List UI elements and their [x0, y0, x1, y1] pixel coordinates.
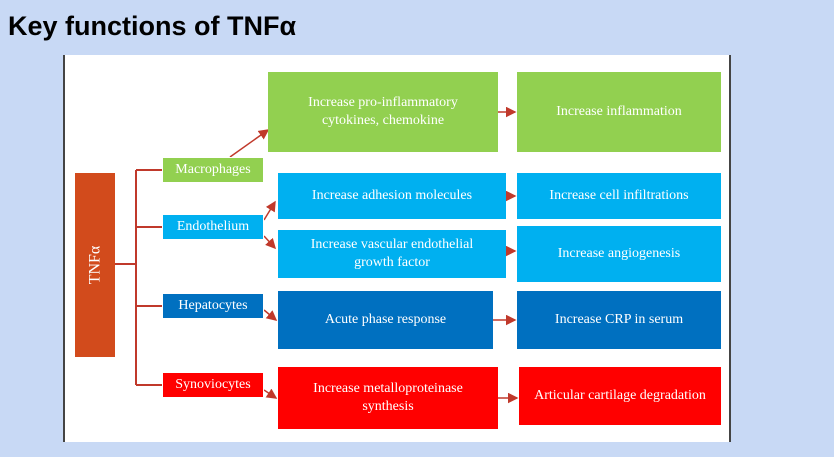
angiogenesis-label: Increase angiogenesis [557, 246, 681, 261]
macrophages-label: Macrophages [175, 162, 251, 177]
cartilage-degradation-box: Articular cartilage degradation [519, 367, 721, 425]
adhesion-molecules-label: Increase adhesion molecules [311, 188, 473, 203]
vegf-line-2: growth factor [354, 255, 430, 270]
acute-phase-label: Acute phase response [324, 312, 447, 327]
cartilage-degradation-label: Articular cartilage degradation [534, 388, 706, 403]
diagram-canvas: TNFα Macrophages Endothelium Hepatocytes… [63, 55, 731, 442]
angiogenesis-box: Increase angiogenesis [517, 226, 721, 282]
vegf-line-1: Increase vascular endothelial [310, 237, 474, 252]
endothelium-label: Endothelium [176, 219, 250, 234]
crp-label: Increase CRP in serum [554, 312, 684, 327]
slide-title: Key functions of TNFα [8, 11, 297, 41]
cytokines-line-1: Increase pro-inflammatory [308, 95, 458, 110]
hepatocytes-box: Hepatocytes [162, 293, 264, 319]
inflammation-label: Increase inflammation [556, 104, 682, 119]
tnf-alpha-label: TNFα [85, 245, 103, 285]
metalloproteinase-box: Increase metalloproteinase synthesis [278, 367, 498, 429]
tnf-alpha-box: TNFα [75, 173, 115, 357]
endothelium-box: Endothelium [162, 214, 264, 240]
acute-phase-box: Acute phase response [278, 291, 493, 349]
synoviocytes-box: Synoviocytes [162, 372, 264, 398]
cell-infiltrations-label: Increase cell infiltrations [549, 188, 689, 203]
crp-box: Increase CRP in serum [517, 291, 721, 349]
adhesion-molecules-box: Increase adhesion molecules [278, 173, 506, 219]
vegf-box: Increase vascular endothelial growth fac… [278, 230, 506, 278]
hepatocytes-label: Hepatocytes [178, 298, 248, 313]
cell-infiltrations-box: Increase cell infiltrations [517, 173, 721, 219]
metalloproteinase-line-2: synthesis [362, 399, 414, 414]
synoviocytes-label: Synoviocytes [175, 377, 251, 392]
metalloproteinase-line-1: Increase metalloproteinase [313, 381, 463, 396]
connector-lines [115, 106, 519, 404]
macrophages-box: Macrophages [162, 157, 264, 183]
cytokines-box: Increase pro-inflammatory cytokines, che… [268, 72, 498, 152]
inflammation-box: Increase inflammation [517, 72, 721, 152]
cytokines-line-2: cytokines, chemokine [321, 113, 445, 128]
